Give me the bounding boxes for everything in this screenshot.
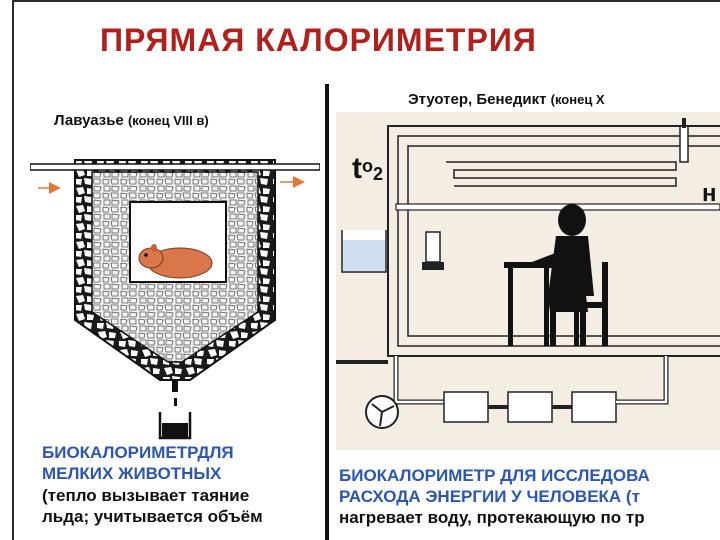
atwater-benedict-calorimeter-diagram [336, 112, 720, 450]
atwater-caption-title: БИОКАЛОРИМЕТР ДЛЯ ИССЛЕДОВА РАСХОДА ЭНЕР… [339, 465, 650, 507]
caption-line: РАСХОДА ЭНЕРГИИ У ЧЕЛОВЕКА (т [339, 487, 640, 506]
slide-frame [12, 0, 720, 540]
slide-title: ПРЯМАЯ КАЛОРИМЕТРИЯ [100, 22, 537, 58]
lavoisier-caption-text: (тепло вызывает таяние льда; учитывается… [42, 485, 263, 527]
caption-line: БИОКАЛОРИМЕТРДЛЯ [42, 443, 234, 462]
lavoisier-calorimeter-diagram [30, 159, 320, 440]
caption-line: МЕЛКИХ ЖИВОТНЫХ [42, 464, 222, 483]
lavoisier-heading: Лавуазье (конец VIII в) [54, 112, 209, 129]
lavoisier-name: Лавуазье [54, 112, 124, 129]
caption-line: БИОКАЛОРИМЕТР ДЛЯ ИССЛЕДОВА [339, 466, 650, 485]
temperature-t2-label: to2 [352, 152, 384, 185]
lavoisier-caption-title: БИОКАЛОРИМЕТРДЛЯ МЕЛКИХ ЖИВОТНЫХ [42, 442, 234, 484]
atwater-benedict-names: Этуотер, Бенедикт [408, 91, 547, 108]
column-divider [325, 84, 329, 540]
lavoisier-date: (конец VIII в) [127, 113, 209, 128]
guinea-pig-icon [138, 244, 213, 279]
atwater-benedict-date: (конец Х [550, 92, 605, 107]
caption-line: льда; учитывается объём [42, 507, 263, 526]
cut-off-label: н [702, 180, 717, 207]
caption-line: (тепло вызывает таяние [42, 486, 250, 505]
caption-line: нагревает воду, протекающую по тр [339, 508, 645, 527]
atwater-caption-text: нагревает воду, протекающую по тр [339, 507, 645, 528]
atwater-benedict-heading: Этуотер, Бенедикт (конец Х [408, 91, 605, 108]
